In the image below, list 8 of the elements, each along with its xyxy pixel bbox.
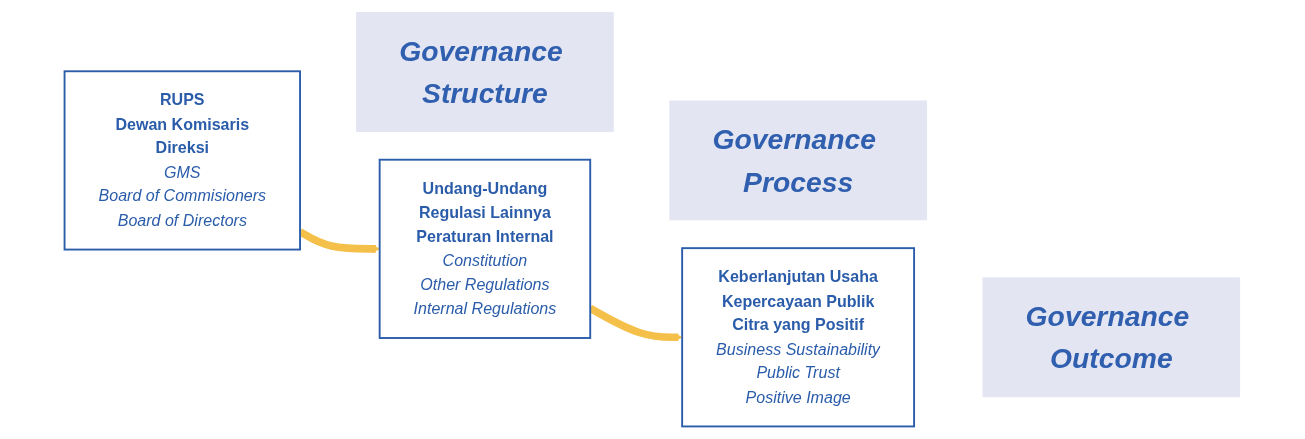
node-box: RUPS Dewan Komisaris Direksi GMS Board of Commisioners Board of Directors <box>64 70 302 251</box>
node-box: Governance Outcome <box>982 277 1241 398</box>
node-box: Governance Process <box>669 100 928 221</box>
node-box: Keberlanjutan Usaha Kepercayaan Publik Citra yang Positif Business Sustainability Public Trust Positive Image <box>681 247 916 428</box>
node-box: Undang-Undang Regulasi Lainnya Peraturan Internal Constitution Other Regulations Internal Regulations <box>379 158 592 339</box>
arrow <box>298 228 381 253</box>
arrow <box>588 305 683 342</box>
node-box: Governance Structure <box>356 12 615 132</box>
